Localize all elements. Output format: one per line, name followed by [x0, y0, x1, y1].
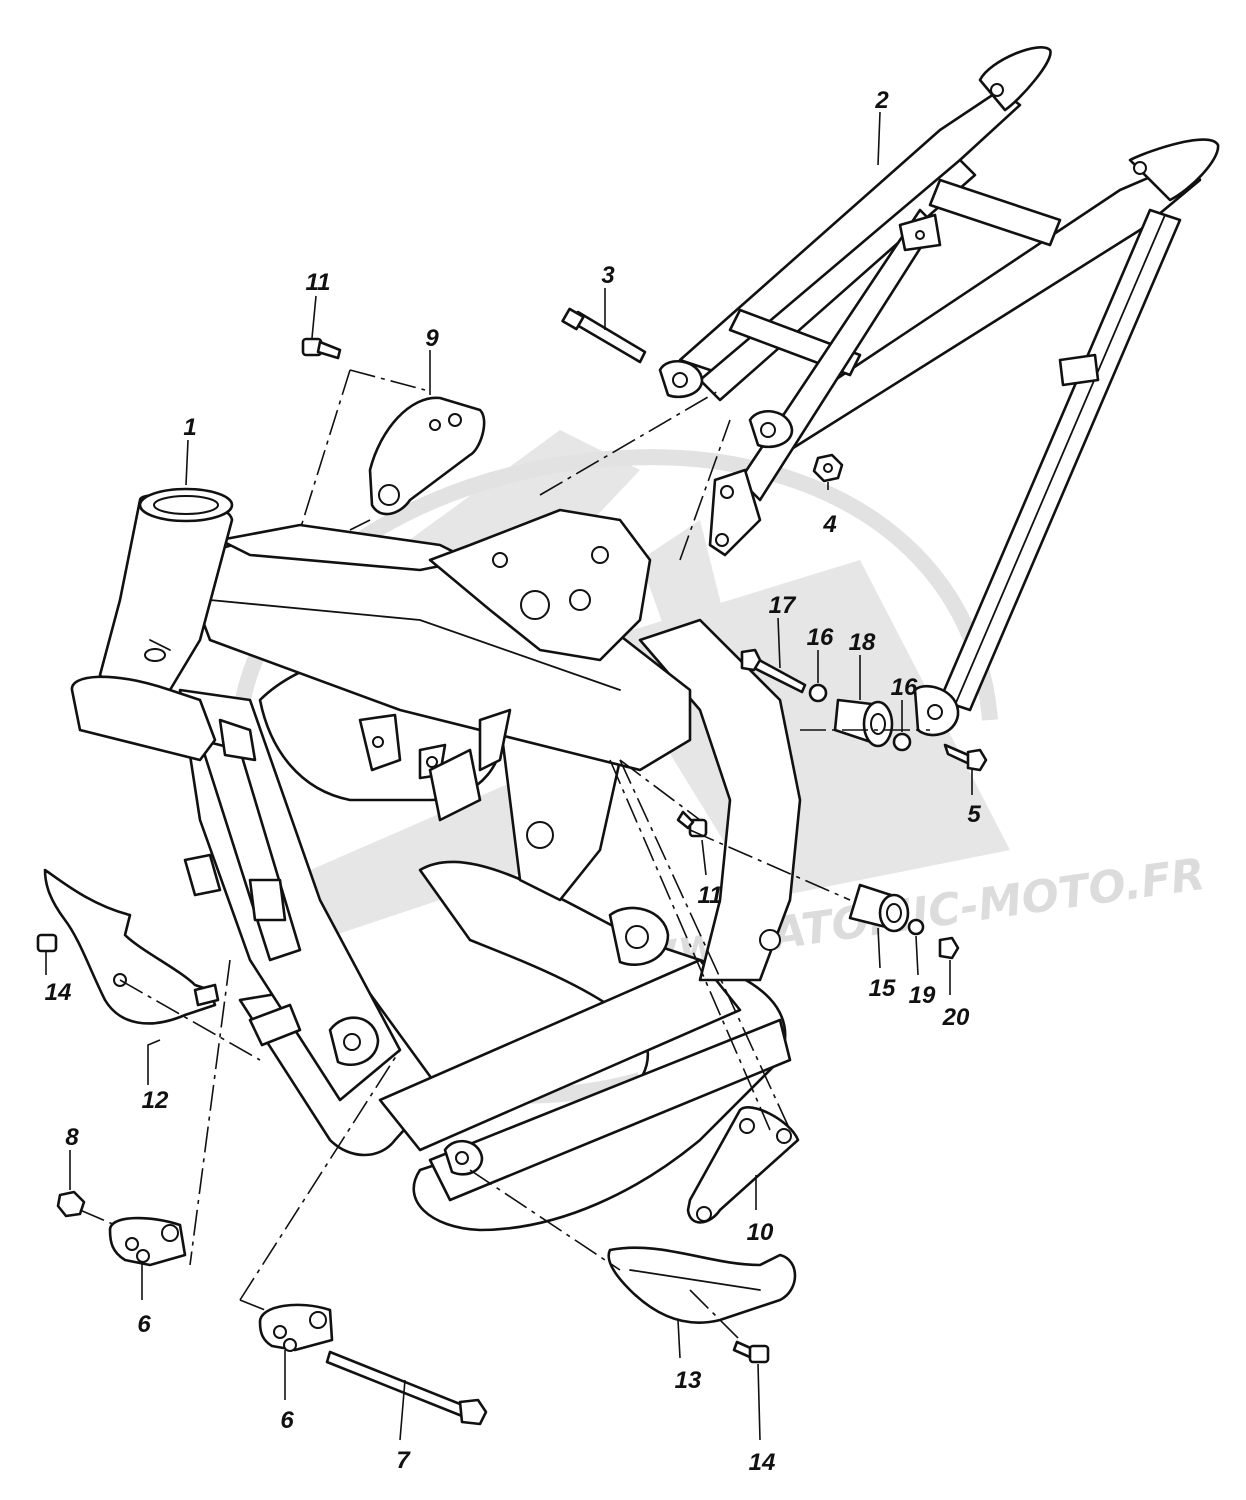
bolt-11-top	[301, 337, 342, 360]
guard-13	[607, 1246, 797, 1324]
bolt-3	[561, 307, 647, 364]
callout-10: 10	[747, 1219, 774, 1246]
mount-6-right	[258, 1303, 334, 1352]
bracket-9	[368, 396, 486, 516]
bushing-15	[848, 883, 910, 933]
callout-16b: 16	[891, 674, 918, 701]
callout-labels: 1 2 3 4 5 6 6 7 8 9 10 11 11 12 13 14 14…	[45, 87, 982, 1476]
callout-4: 4	[822, 511, 836, 538]
bolt-7	[325, 1350, 488, 1426]
callout-6-right: 6	[280, 1407, 294, 1434]
nut-4	[812, 453, 844, 483]
callout-5: 5	[967, 801, 981, 828]
callout-7: 7	[396, 1447, 411, 1474]
callout-12: 12	[142, 1087, 169, 1114]
guard-12	[43, 868, 220, 1025]
mount-6-left	[108, 1216, 187, 1267]
bolt-14-left	[36, 933, 58, 953]
callout-11-mid: 11	[698, 882, 723, 909]
callout-8: 8	[65, 1124, 79, 1151]
bolt-17	[740, 648, 807, 694]
callout-13: 13	[675, 1367, 702, 1394]
washer-19	[907, 918, 925, 936]
callout-14-left: 14	[45, 979, 72, 1006]
rear-subframe	[658, 46, 1220, 737]
callout-17: 17	[769, 592, 797, 619]
assembly-lines	[79, 369, 930, 1341]
callout-20: 20	[942, 1004, 970, 1031]
bolt-11-mid	[676, 810, 708, 838]
main-frame	[70, 487, 802, 1232]
bracket-10	[686, 1106, 800, 1224]
callout-9: 9	[425, 325, 439, 352]
callout-11-top: 11	[306, 269, 331, 296]
leader-lines	[45, 111, 973, 1441]
callout-18: 18	[849, 629, 876, 656]
bushing-18	[833, 698, 894, 748]
callout-2: 2	[874, 87, 889, 114]
nut-20	[938, 936, 960, 960]
callout-15: 15	[869, 975, 896, 1002]
bolt-5	[943, 743, 988, 772]
callout-3: 3	[601, 262, 615, 289]
callout-1: 1	[183, 414, 196, 441]
bolt-14-right	[732, 1340, 770, 1364]
callout-19: 19	[909, 982, 936, 1009]
washer-16b	[892, 732, 912, 752]
nut-8	[56, 1190, 86, 1218]
callout-16a: 16	[807, 624, 834, 651]
callout-14-right: 14	[749, 1449, 776, 1476]
callout-6-left: 6	[137, 1311, 151, 1338]
washer-16a	[808, 683, 828, 703]
